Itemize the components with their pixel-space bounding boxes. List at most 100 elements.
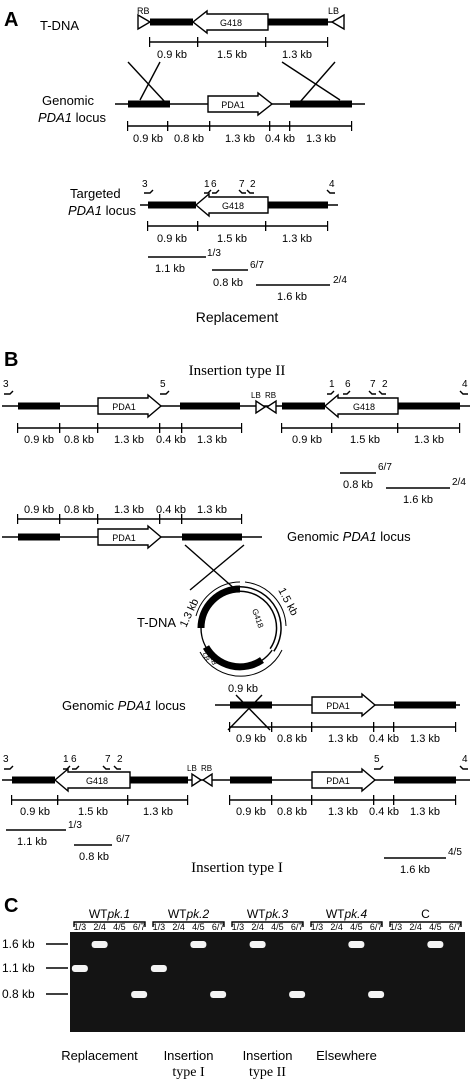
- gel-band: [71, 965, 88, 972]
- primer-arrow: [160, 390, 170, 395]
- primer-3: 3: [142, 179, 148, 190]
- g418-arrow: [323, 393, 399, 419]
- size-label: 1.3 kb: [328, 806, 358, 818]
- size-label: 0.9 kb: [157, 233, 187, 245]
- pda1-locus-label: PDA1 locus: [68, 203, 136, 218]
- pair-45: 4/5: [448, 847, 462, 858]
- gel-lane-label: 2/4: [93, 922, 106, 932]
- targeted-locus-a: Targeted PDA1 locus 3 1 6 7 2 4 G418 0.9…: [68, 179, 338, 245]
- size-label: 1.3 kb: [306, 133, 336, 145]
- size-label: 0.8 kb: [64, 504, 94, 516]
- g418-arrow: [53, 767, 131, 793]
- size-label: 1.1 kb: [155, 263, 185, 275]
- pda1-label: PDA1: [112, 533, 136, 543]
- pda1-label: PDA1: [326, 701, 350, 711]
- gel-lane-label: 1/3: [153, 922, 166, 932]
- size-label: 1.5 kb: [78, 806, 108, 818]
- gel-group-label: WTpk.4: [326, 907, 368, 921]
- pda1-arrow: [97, 524, 163, 550]
- primer-4: 4: [462, 379, 468, 390]
- primer-1: 1: [204, 179, 210, 190]
- insertion-type-2-construct: 3 5 1 6 7 2 4 PDA1 LB RB G418 0.9 kb 0.8…: [2, 379, 470, 506]
- gel-lane-label: 4/5: [350, 922, 363, 932]
- gel-lane-label: 2/4: [251, 922, 264, 932]
- panel-label-a: A: [4, 9, 18, 31]
- pair-67: 6/7: [116, 834, 130, 845]
- primer-3: 3: [3, 379, 9, 390]
- size-label: 1.5 kb: [217, 233, 247, 245]
- size-label: 0.8 kb: [277, 806, 307, 818]
- replacement-title: Replacement: [196, 309, 279, 325]
- gel-group-bracket: [73, 921, 146, 927]
- crossover-a: [127, 61, 341, 103]
- primer-2: 2: [382, 379, 388, 390]
- size-label: 0.9 kb: [20, 806, 50, 818]
- size-label: 1.3 kb: [225, 133, 255, 145]
- size-label: 1.3 kb: [410, 806, 440, 818]
- pair-67: 6/7: [378, 462, 392, 473]
- size-label: 1.3 kb: [143, 806, 173, 818]
- g418-label: G418: [220, 18, 242, 28]
- pda1-locus-label: PDA1 locus: [38, 110, 106, 125]
- primer-arrow: [113, 765, 121, 770]
- gel-band: [289, 991, 306, 998]
- size-label: 0.4 kb: [369, 733, 399, 745]
- gel-caption-line2: type I: [172, 1065, 205, 1080]
- gel-group-label: WTpk.3: [247, 907, 289, 921]
- pair-24: 2/4: [452, 477, 466, 488]
- lb-label: LB: [328, 6, 339, 16]
- primer-arrow: [4, 390, 14, 395]
- g418-arrow: [194, 192, 269, 218]
- gel-lane-label: 6/7: [370, 922, 383, 932]
- pda1-label: PDA1: [326, 776, 350, 786]
- pda1-arrow: [311, 767, 377, 793]
- rb-triangle: [265, 399, 277, 415]
- gel-lane-label: 4/5: [271, 922, 284, 932]
- insertion-type-1-title: Insertion type I: [191, 860, 283, 876]
- genomic-pda1-locus-label: Genomic PDA1 locus: [62, 698, 186, 713]
- size-label: 1.6 kb: [400, 864, 430, 876]
- size-label: 1.5 kb: [217, 49, 247, 61]
- primer-arrow: [459, 390, 468, 395]
- pair-13: 1/3: [68, 820, 82, 831]
- size-label: 1.3 kb: [282, 233, 312, 245]
- primer-arrow: [368, 390, 376, 395]
- primer-7: 7: [370, 379, 376, 390]
- gel-band: [348, 941, 365, 948]
- rb-triangle: [137, 13, 152, 31]
- primer-arrow: [72, 765, 80, 770]
- primer-6: 6: [345, 379, 351, 390]
- primer-arrow: [144, 189, 154, 194]
- gel-image: [70, 932, 465, 1032]
- primer-5: 5: [160, 379, 166, 390]
- size-label: 1.3 kb: [114, 504, 144, 516]
- panel-label-b: B: [4, 349, 18, 371]
- primer-1: 1: [329, 379, 335, 390]
- size-label: 1.3 kb: [197, 504, 227, 516]
- gel-caption: Elsewhere: [316, 1048, 377, 1063]
- pcr-products-a: 1/3 1.1 kb 6/7 0.8 kb 2/4 1.6 kb: [148, 248, 347, 303]
- primer-4: 4: [462, 754, 468, 765]
- gel-band: [210, 991, 227, 998]
- size-label: 1.5 kb: [350, 434, 380, 446]
- gel-bands: [71, 941, 444, 998]
- panel-a: A T-DNA RB LB G418 0.9 kb 1.5 kb 1.3 kb …: [4, 6, 365, 325]
- rb-label: RB: [137, 6, 150, 16]
- size-label: 0.8 kb: [213, 277, 243, 289]
- gel-lane-label: 1/3: [232, 922, 245, 932]
- size-label: 1.3 kb: [197, 434, 227, 446]
- lb-triangle: [191, 772, 203, 788]
- size-label: 0.4 kb: [265, 133, 295, 145]
- lb-triangle: [255, 399, 267, 415]
- size-label: 1.3 kb: [410, 733, 440, 745]
- size-label: 0.4 kb: [369, 806, 399, 818]
- circular-tdna: T-DNA G418 LB RB 1.3 kb 1.5 kb 0.9 kb: [137, 581, 300, 695]
- rb-label: RB: [265, 391, 276, 400]
- pair-24: 2/4: [333, 275, 347, 286]
- primer-arrow: [327, 390, 335, 395]
- gel-lane-label: 1/3: [390, 922, 403, 932]
- size-label: 1.6 kb: [403, 494, 433, 506]
- gel-group-bracket: [152, 921, 225, 927]
- primer-arrow: [459, 765, 468, 770]
